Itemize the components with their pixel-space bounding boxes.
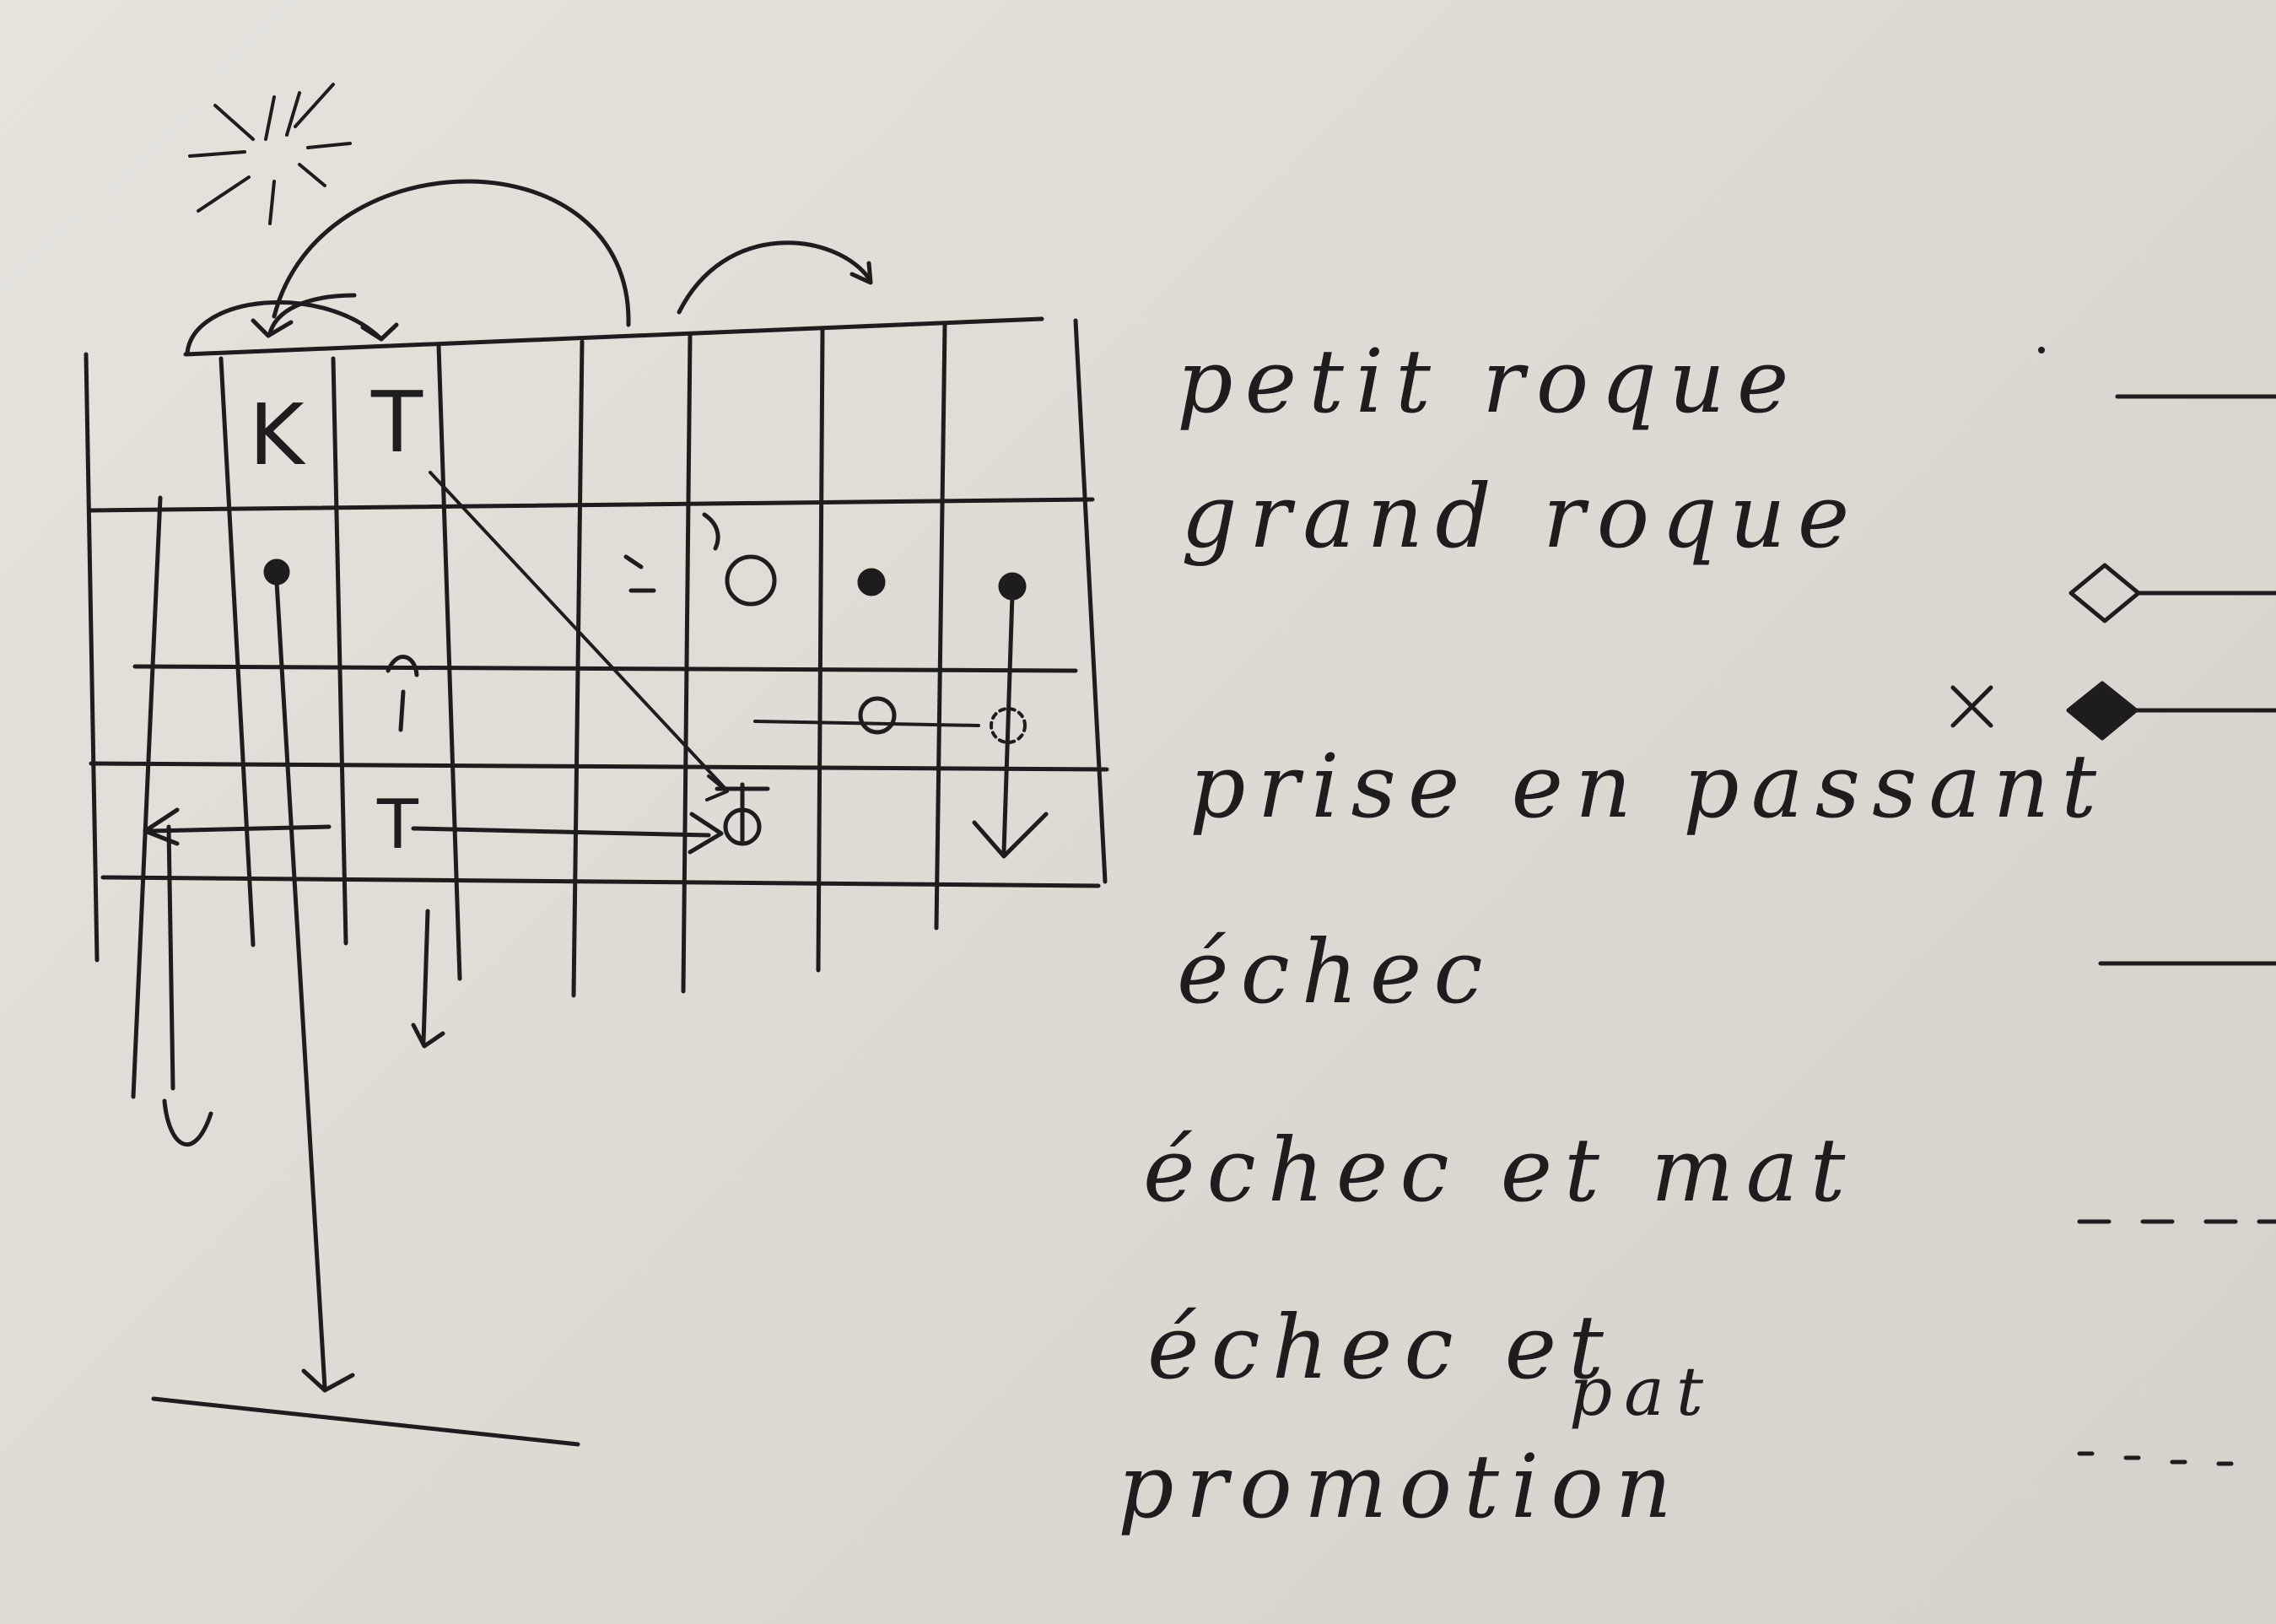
rook-up-arrow [386,655,419,732]
legend-line-prise-en-passant [2066,681,2276,741]
diagonal-move-line [429,471,729,801]
rook-down-arrow [411,909,445,1049]
legend-label-grand-roque: grand roque [1181,465,1862,568]
pawn-markers [623,512,897,735]
en-passant-arrow [753,707,1027,744]
legend-label-echec-et-pat: échec et [1147,1296,1615,1399]
pawn-column-down-arrow [972,572,1049,859]
left-down-arrow [131,495,213,1147]
legend-label-prise-en-passant: prise en passant [1189,735,2109,838]
sun-icon [188,83,352,225]
legend-label-echec: échec [1177,920,1495,1023]
rook-piece-label-top: T [370,373,423,472]
pawn-captured-marker [715,782,770,846]
chessboard-grid [84,316,1109,998]
stray-dot [2038,347,2045,353]
king-piece-label: K [249,386,306,484]
king-promotion-line [151,558,580,1447]
rook-piece-label-bottom: T [376,785,419,864]
legend-label-echec-et-pat-sub: pat [1569,1352,1716,1431]
x-marker-icon [1950,685,1993,728]
rook-horizontal-arrow [143,807,724,855]
legend-label-petit-roque: petit roque [1177,330,1801,433]
legend-line-grand-roque [2068,563,2276,623]
legend-label-promotion: promotion [1118,1435,1684,1538]
legend-line-echec-et-pat [2077,1451,2234,1466]
castling-arrows [185,179,873,355]
legend-label-echec-et-mat: échec et mat [1143,1119,1858,1222]
